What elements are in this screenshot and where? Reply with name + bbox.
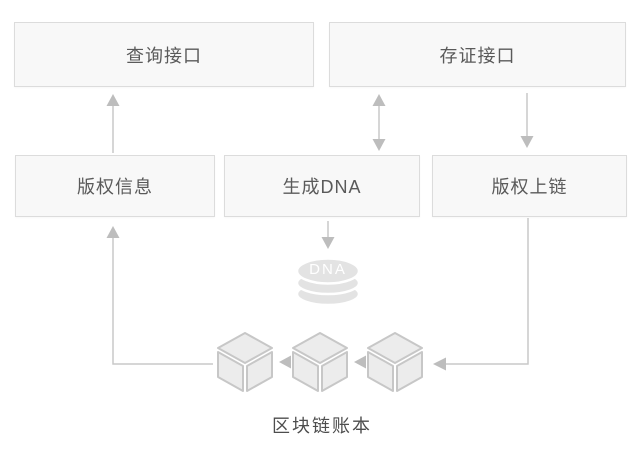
node-copyright-info: 版权信息 — [15, 155, 215, 217]
arrow-copyrightinfo-to-queryapi — [106, 94, 120, 153]
blockchain-cubes-icon — [217, 332, 423, 392]
node-query-interface-label: 查询接口 — [126, 45, 202, 66]
node-copyright-onchain-label: 版权上链 — [491, 177, 568, 197]
chain-link-arrows — [279, 355, 366, 369]
dna-database-icon — [295, 257, 361, 307]
ledger-caption: 区块链账本 — [272, 416, 372, 436]
arrow-depositapi-generatedna-bidirectional — [372, 94, 386, 151]
block-cube-icon — [367, 332, 423, 392]
arrow-depositapi-to-onchain — [520, 93, 534, 148]
node-copyright-onchain: 版权上链 — [432, 155, 627, 217]
node-generate-dna: 生成DNA — [224, 155, 420, 217]
node-generate-dna-label: 生成DNA — [282, 177, 362, 197]
block-cube-icon — [217, 332, 273, 392]
arrow-onchain-to-ledger — [433, 218, 529, 371]
arrow-ledger-to-copyrightinfo — [106, 226, 213, 365]
arrow-generatedna-to-dnadb — [321, 221, 335, 249]
dna-database-label: DNA — [309, 261, 347, 278]
node-deposit-interface-label: 存证接口 — [439, 45, 516, 66]
block-cube-icon — [292, 332, 348, 392]
node-deposit-interface: 存证接口 — [329, 22, 626, 87]
node-copyright-info-label: 版权信息 — [77, 177, 153, 197]
node-query-interface: 查询接口 — [14, 22, 314, 87]
